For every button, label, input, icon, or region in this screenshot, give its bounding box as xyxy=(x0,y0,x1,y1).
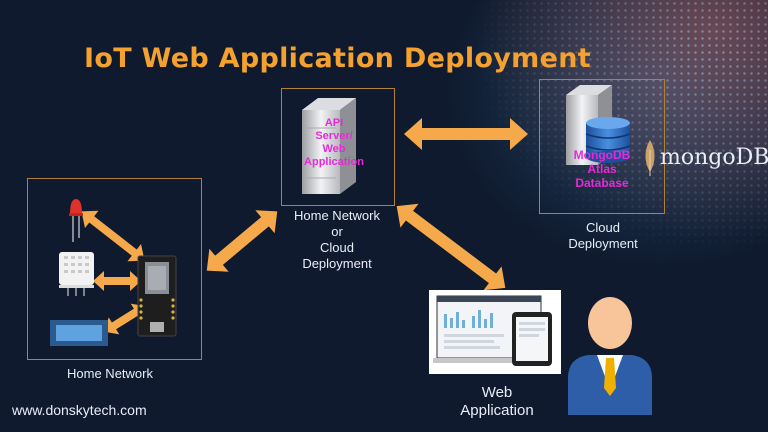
tablet-icon xyxy=(512,312,552,366)
home-network-box xyxy=(27,178,202,360)
mongodb-logo-text: mongoDB xyxy=(660,145,768,170)
arrow-api-home xyxy=(206,210,278,272)
lcd-display-icon xyxy=(50,320,108,346)
caption-line: Web xyxy=(481,384,513,401)
dht-sensor-icon xyxy=(59,252,94,296)
arrow-led xyxy=(81,210,145,262)
caption-line: Cloud xyxy=(586,220,620,235)
api-server-label: API Server/ Web Application xyxy=(302,117,366,169)
caption-line: Home Network xyxy=(294,208,380,223)
database-line2: Atlas xyxy=(587,162,617,176)
cloud-database-box xyxy=(539,79,665,214)
page-title: IoT Web Application Deployment xyxy=(84,43,591,74)
arrow-sensor xyxy=(93,271,141,291)
arrow-api-webapp xyxy=(396,203,506,291)
web-application-caption: Web Application xyxy=(442,384,552,420)
arrow-lcd xyxy=(104,303,146,335)
esp32-board-icon xyxy=(137,255,177,337)
caption-line: Deployment xyxy=(302,256,372,271)
website-url[interactable]: www.donskytech.com xyxy=(12,402,147,418)
api-server-line3: Web xyxy=(322,143,346,155)
caption-line: Cloud xyxy=(320,240,354,255)
database-icon xyxy=(585,117,631,163)
caption-line: Application xyxy=(460,402,534,419)
cloud-deployment-caption: Cloud Deployment xyxy=(548,220,658,252)
led-icon xyxy=(69,199,83,242)
mongodb-leaf-icon xyxy=(645,140,655,176)
arrows xyxy=(81,118,528,335)
api-server-box xyxy=(281,88,395,206)
server-icon xyxy=(302,98,356,194)
user-icon xyxy=(568,297,652,415)
arrow-api-cloud xyxy=(404,118,528,150)
api-server-line2: Server/ xyxy=(315,130,353,142)
api-server-line4: Application xyxy=(304,156,364,168)
database-line1: MongoDB xyxy=(573,148,631,162)
caption-line: Deployment xyxy=(568,236,638,251)
database-line3: Database xyxy=(575,176,629,190)
database-label: MongoDB Atlas Database xyxy=(563,148,641,190)
api-server-line1: API xyxy=(324,117,344,129)
home-or-cloud-caption: Home Network or Cloud Deployment xyxy=(276,208,398,272)
caption-line: or xyxy=(331,224,343,239)
home-network-caption: Home Network xyxy=(67,366,153,381)
